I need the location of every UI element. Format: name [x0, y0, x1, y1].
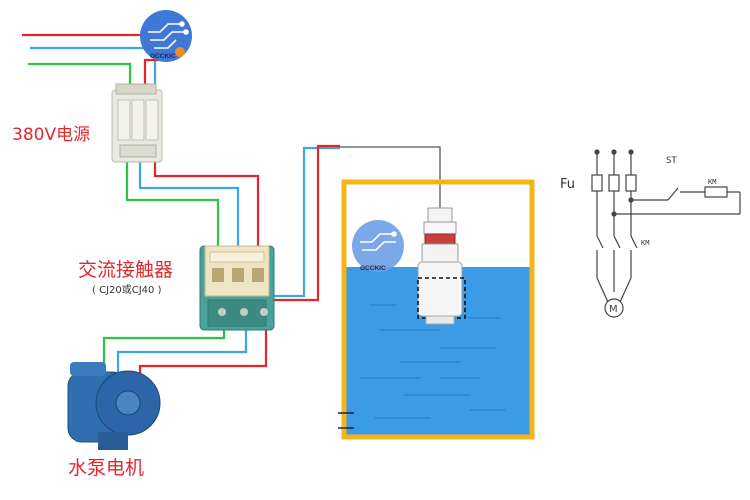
- logo-tank-text: OCCKIC: [360, 265, 386, 272]
- contactor-label: 交流接触器: [78, 259, 174, 281]
- float-cable: [340, 146, 441, 212]
- control-wires: [272, 144, 441, 302]
- wire-green-1: [125, 160, 220, 248]
- water-ripples: [359, 304, 506, 419]
- float-switch-contact: [667, 187, 679, 201]
- motor-label: M: [609, 304, 618, 315]
- wire-red-1: [153, 160, 260, 248]
- contacts-label: KM: [641, 239, 649, 247]
- wire-blue-2: [116, 320, 248, 372]
- control-wire-blue: [272, 146, 340, 298]
- switch-label: ST: [666, 156, 677, 166]
- logo-tank: [352, 220, 404, 272]
- motor-symbol: [604, 298, 624, 318]
- coil-box: [704, 186, 728, 198]
- logo-top-text: OCCKIC: [150, 53, 176, 60]
- fuse-3: [625, 174, 637, 192]
- electrical-schematic: [591, 149, 741, 318]
- supply-wire-green: [28, 62, 132, 92]
- fuse-1: [591, 174, 603, 192]
- pump-label: 水泵电机: [68, 457, 145, 479]
- breaker-to-contactor-wires: [125, 160, 260, 248]
- power-label: 380V电源: [12, 125, 91, 145]
- tank-frame: [341, 179, 535, 440]
- circuit-breaker: [111, 83, 163, 163]
- fuse-2: [608, 174, 620, 192]
- ac-contactor: [199, 245, 275, 331]
- water-pump: [67, 362, 161, 450]
- contactor-models-label: ( CJ20或CJ40 ): [92, 285, 162, 296]
- logo-top: [140, 10, 192, 62]
- fuse-label: Fu: [560, 177, 575, 192]
- control-wire-red: [272, 144, 340, 302]
- coil-label: KM: [708, 178, 716, 186]
- float-switch: [417, 207, 466, 325]
- wire-blue-1: [138, 160, 240, 248]
